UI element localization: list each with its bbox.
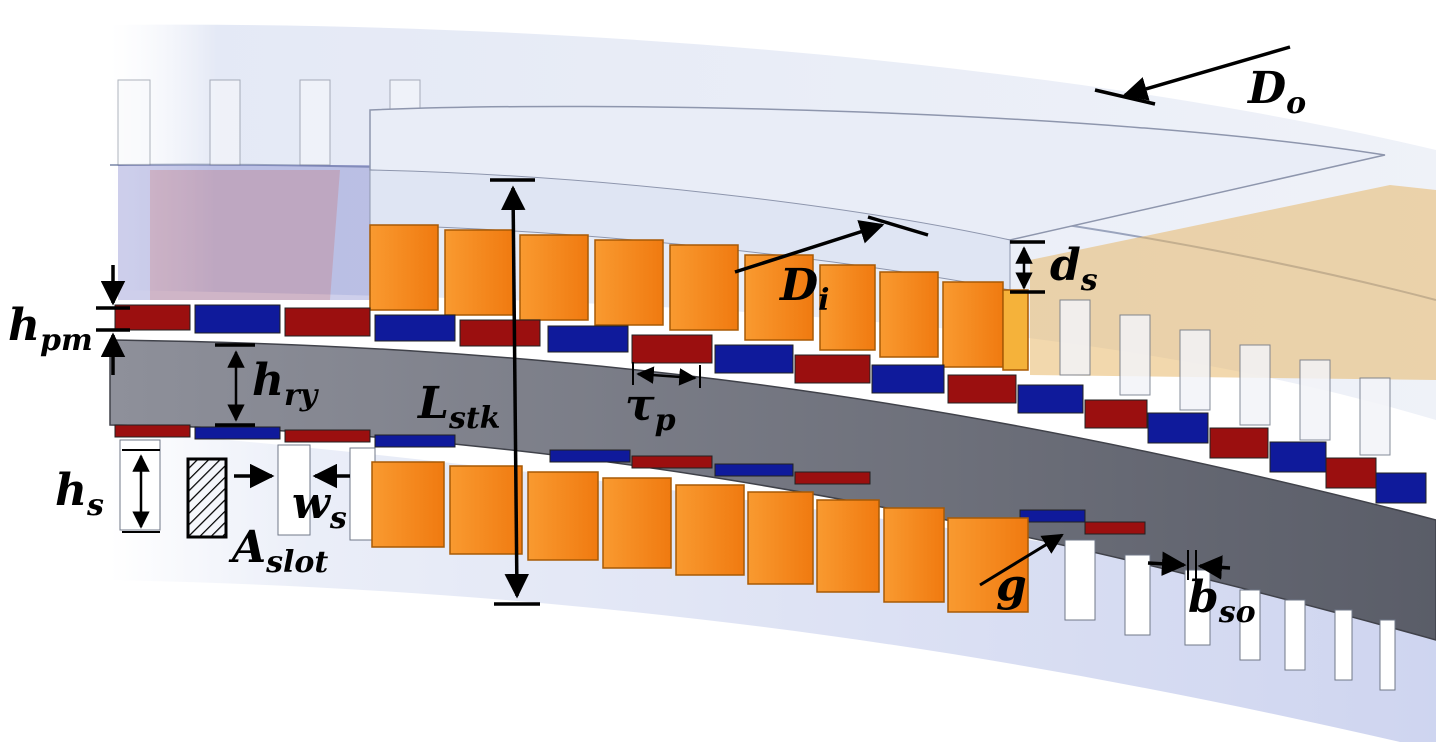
label-slot-opening: bso xyxy=(1188,572,1256,630)
label-stator-depth: ds xyxy=(1050,240,1098,298)
arrow-pole-pitch xyxy=(636,366,697,386)
label-pm-height: hpm xyxy=(8,300,93,358)
lower-slots xyxy=(119,439,1396,691)
label-rotor-yoke-height: hry xyxy=(252,355,320,413)
arrow-stack-length xyxy=(500,185,530,599)
annotations xyxy=(96,45,1291,606)
label-pole-pitch: τp xyxy=(625,380,676,438)
slot-area-hatch xyxy=(186,457,228,539)
label-slot-area: Aslot xyxy=(228,522,328,580)
arrow-outer-diameter xyxy=(1122,45,1291,101)
arrow-air-gap xyxy=(979,533,1064,587)
stator-top-slab xyxy=(369,105,1386,241)
label-inner-diameter: Di xyxy=(778,260,830,318)
label-stack-length: Lstk xyxy=(416,378,500,436)
right-slots xyxy=(1059,299,1391,456)
arrow-slot-opening-right xyxy=(1197,555,1231,580)
label-slot-height: hs xyxy=(55,465,104,523)
label-air-gap: g xyxy=(996,560,1027,611)
arrow-inner-diameter xyxy=(734,220,885,274)
label-outer-diameter: Do xyxy=(1246,63,1306,121)
lower-magnets xyxy=(114,424,1146,535)
arrow-slot-opening-left xyxy=(1147,551,1187,577)
label-slot-width: ws xyxy=(292,478,347,536)
